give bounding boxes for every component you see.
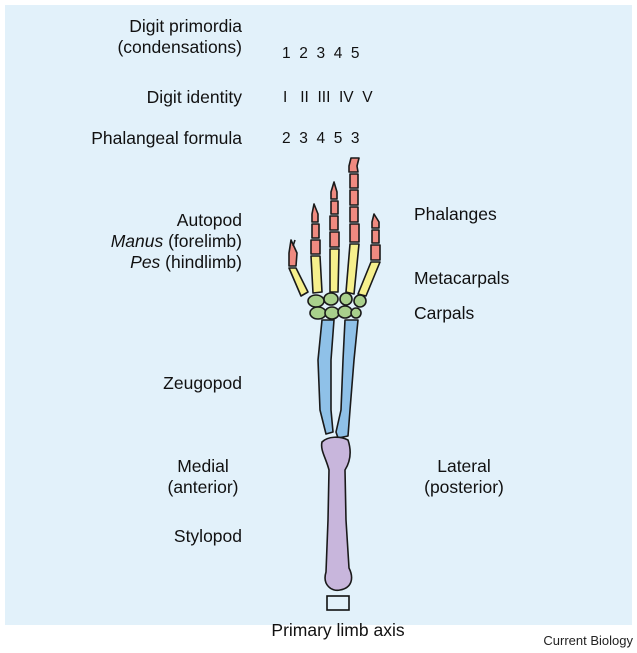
journal-credit: Current Biology (543, 633, 633, 648)
primary-limb-axis-label: Primary limb axis (238, 620, 438, 641)
carpals-bones (308, 293, 366, 319)
stylopod-bone (322, 437, 352, 590)
metacarpals-bones (289, 244, 380, 296)
zeugopod-bones (318, 320, 358, 438)
limb-axis-box (327, 596, 349, 610)
